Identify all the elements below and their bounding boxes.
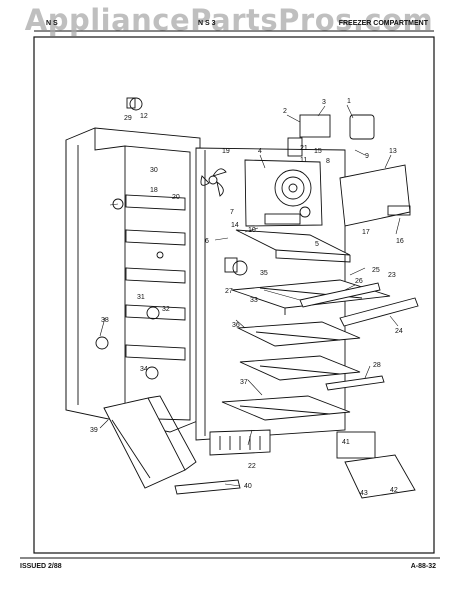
callout-37: 37 (240, 379, 248, 386)
callout-11: 11 (300, 157, 307, 164)
callout-22: 22 (248, 463, 256, 470)
shelf-strip (325, 375, 385, 391)
storage-container (336, 431, 416, 499)
kick-strip (174, 479, 241, 495)
callout-33: 33 (250, 297, 258, 304)
callout-19: 19 (222, 148, 230, 155)
callout-35: 35 (260, 270, 268, 277)
callout-24: 24 (395, 328, 403, 335)
evaporator-cover (244, 159, 323, 227)
callout-29: 29 (124, 115, 132, 122)
callout-42: 42 (390, 487, 398, 494)
callout-10: 10 (248, 227, 256, 234)
callout-8: 8 (326, 158, 330, 165)
header-left-model: N S (46, 20, 58, 27)
shelf-top (235, 229, 351, 263)
page-reference: A-88-32 (410, 563, 436, 570)
callout-3: 3 (322, 99, 326, 106)
callout-18: 18 (150, 187, 158, 194)
header-model-number: N S 3 (198, 20, 216, 27)
callout-13: 13 (389, 148, 397, 155)
callout-25: 25 (372, 267, 380, 274)
callout-16: 16 (396, 238, 404, 245)
callout-6: 6 (205, 238, 209, 245)
callout-41: 41 (342, 439, 350, 446)
callout-12: 12 (140, 113, 148, 120)
light-assembly (224, 206, 311, 276)
callout-15: 15 (314, 148, 322, 155)
callout-32: 32 (162, 306, 170, 313)
callout-7: 7 (230, 209, 234, 216)
callout-9: 9 (365, 153, 369, 160)
rear-side-panel (339, 164, 411, 227)
callout-38: 38 (101, 317, 109, 324)
top-brackets (287, 114, 375, 157)
callout-14: 14 (231, 222, 239, 229)
callout-26: 26 (355, 278, 363, 285)
callout-27: 27 (225, 288, 233, 295)
issued-date: ISSUED 2/88 (20, 563, 62, 570)
callout-5: 5 (315, 241, 319, 248)
liner-fasteners (95, 97, 164, 380)
callout-20: 20 (172, 194, 180, 201)
floor-grille (209, 429, 271, 456)
shelf-trim (299, 282, 419, 327)
callout-30: 30 (150, 167, 158, 174)
callout-28: 28 (373, 362, 381, 369)
callout-40: 40 (244, 483, 252, 490)
leader-lines (99, 104, 401, 487)
ice-bin (103, 395, 197, 489)
shelf-37 (221, 395, 351, 421)
callout-34: 34 (140, 366, 148, 373)
shelf-wire-3 (239, 355, 361, 381)
callout-4: 4 (258, 148, 262, 155)
callout-labels: 1 2 3 4 5 6 7 8 9 10 11 12 13 14 15 16 1… (90, 98, 404, 497)
shelf-36 (236, 321, 361, 347)
callout-23: 23 (388, 272, 396, 279)
callout-21: 21 (300, 145, 308, 152)
diagram-border (33, 36, 435, 554)
callout-39: 39 (90, 427, 98, 434)
fan-blade (200, 168, 227, 197)
callout-2: 2 (283, 108, 287, 115)
callout-43: 43 (360, 490, 368, 497)
callout-36: 36 (232, 322, 240, 329)
liner-shelf-supports (125, 194, 186, 361)
section-title: FREEZER COMPARTMENT (338, 20, 428, 27)
callout-31: 31 (137, 294, 145, 301)
callout-17: 17 (362, 229, 370, 236)
callout-1: 1 (347, 98, 351, 105)
